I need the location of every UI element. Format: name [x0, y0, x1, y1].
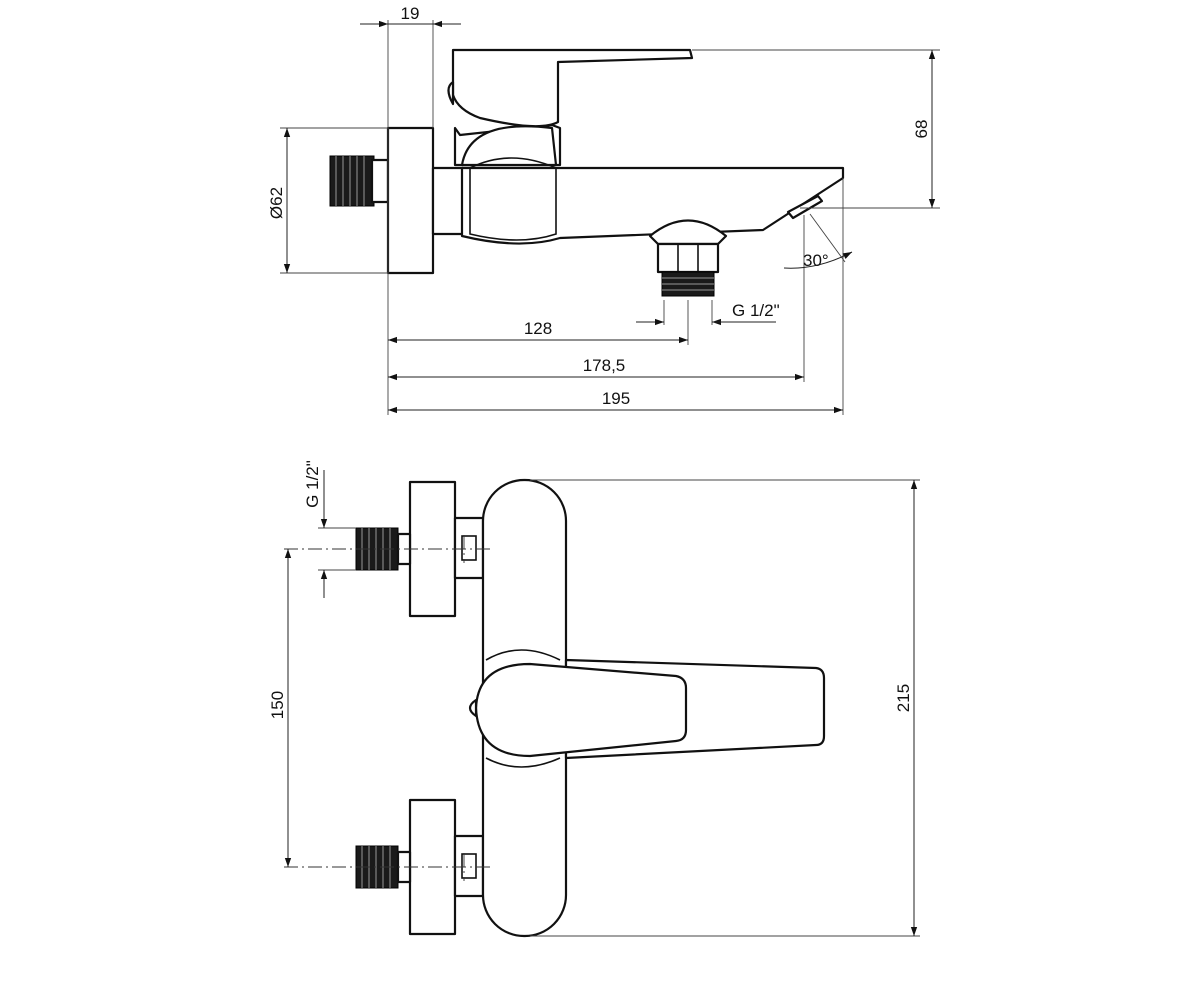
side-lever-handle — [451, 48, 694, 128]
side-body-highlight — [469, 157, 557, 241]
dim-outlet-thread-label: G 1/2" — [732, 301, 780, 320]
dim-inlet-thread-label: G 1/2" — [303, 460, 322, 508]
top-lever-knob — [468, 698, 478, 718]
dim-depth-label: 19 — [401, 4, 420, 23]
dim-angle-label: 30° — [803, 251, 829, 270]
side-inlet-thread — [329, 155, 390, 207]
side-outlet-nipple — [648, 219, 728, 297]
dim-total-length-label: 195 — [602, 389, 630, 408]
dim-height-label: 68 — [912, 120, 931, 139]
top-cartridge-ring-lower — [485, 757, 561, 768]
dim-spout-tip-label: 178,5 — [583, 356, 626, 375]
side-aerator-tip — [786, 194, 824, 220]
dim-body-height-label: 215 — [894, 684, 913, 712]
side-spout-body — [460, 166, 845, 245]
top-lever-grip — [474, 662, 688, 758]
dim-outlet-pos-label: 128 — [524, 319, 552, 338]
side-view: 19 68 Ø62 G 1/2" 30° 128 178,5 195 — [267, 4, 940, 415]
side-wall-rosette — [386, 126, 435, 275]
top-cartridge-ring — [485, 649, 561, 661]
dim-inlet-spacing-label: 150 — [268, 691, 287, 719]
side-collar — [431, 166, 465, 236]
dim-diameter-label: Ø62 — [267, 187, 286, 219]
side-handle-lower-curve — [460, 125, 558, 167]
side-lever-knob — [447, 80, 455, 106]
top-view: G 1/2" 150 215 — [268, 460, 920, 938]
